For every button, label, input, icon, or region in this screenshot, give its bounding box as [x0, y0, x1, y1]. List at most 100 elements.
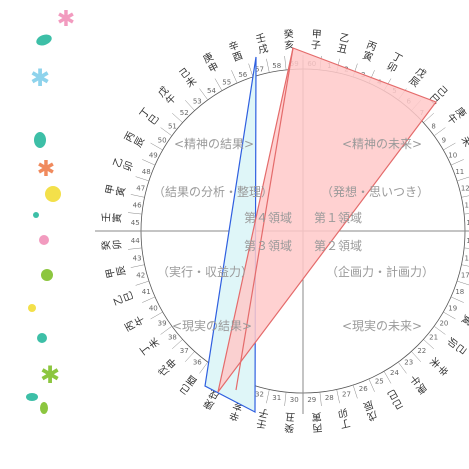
flower-green-icon: ✱ — [40, 361, 60, 389]
ring-number: 19 — [448, 304, 457, 312]
ring-tick — [464, 247, 469, 249]
red-edge — [235, 47, 294, 391]
q2-desc: （企画力・計画力） — [326, 264, 434, 279]
ring-kanji: 辛未 — [458, 129, 469, 149]
ring-tick — [266, 58, 270, 73]
ring-kanji: 甲辰 — [105, 265, 129, 279]
ring-number: 42 — [136, 272, 145, 280]
ring-tick — [199, 88, 209, 101]
q1-desc: （発想・思いつき） — [321, 184, 429, 199]
q3-desc: （実行・収益力） — [157, 264, 253, 279]
ring-number: 21 — [429, 334, 438, 342]
ring-tick — [423, 339, 434, 349]
ring-tick — [461, 195, 469, 198]
ring-number: 8 — [431, 122, 435, 130]
decorations: ✱ ✱ ✱ ✱ — [26, 7, 75, 414]
ring-number: 49 — [149, 152, 158, 160]
ring-kanji: 辛未 — [427, 354, 451, 378]
dot-lightgreen-icon — [41, 269, 53, 281]
ring-number: 14 — [466, 219, 469, 227]
ring-number: 36 — [193, 359, 202, 367]
ring-number: 24 — [390, 369, 399, 377]
ring-kanji: 丙辰 — [123, 130, 147, 149]
ring-number: 56 — [238, 71, 247, 79]
ring-tick — [457, 176, 469, 182]
ring-number: 37 — [180, 347, 189, 355]
leaf-teal-icon — [34, 132, 46, 148]
ring-number: 23 — [404, 359, 413, 367]
ring-number: 39 — [158, 320, 167, 328]
flower-orange-icon: ✱ — [37, 157, 55, 182]
ring-kanji: 丙寅 — [361, 40, 378, 64]
ring-kanji: 己未 — [178, 67, 199, 91]
ring-number: 58 — [272, 62, 281, 70]
ring-tick — [284, 55, 287, 70]
ring-tick — [231, 70, 238, 84]
ring-kanji: 丁巳 — [138, 106, 162, 127]
ring-tick — [142, 159, 156, 166]
ring-tick — [464, 213, 469, 215]
ring-kanji: 丁卯 — [337, 406, 351, 430]
ring-tick — [319, 392, 322, 407]
ring-tick — [433, 325, 446, 335]
ring-kanji: 乙卯 — [111, 156, 136, 173]
ring-tick — [368, 378, 375, 392]
ring-number: 25 — [375, 378, 384, 386]
ring-tick — [172, 113, 183, 123]
ring-kanji: 丙寅 — [311, 410, 323, 433]
q4-desc: （結果の分析・整理） — [153, 184, 273, 199]
q2-name: 第２領域 — [314, 238, 362, 253]
ring-kanji: 戊辰 — [407, 65, 429, 89]
ring-tick — [185, 100, 195, 111]
ring-kanji: 癸丑 — [284, 410, 296, 435]
ring-tick — [130, 194, 145, 198]
q4-name: 第４領域 — [244, 210, 292, 225]
ring-kanji: 丁未 — [139, 335, 163, 356]
leaf-icon — [36, 34, 52, 46]
ring-kanji: 己卯 — [444, 335, 468, 356]
ring-number: 53 — [193, 97, 202, 105]
ring-kanji: 庚午 — [444, 104, 469, 126]
ring-tick — [443, 311, 456, 320]
ring-number: 55 — [222, 78, 231, 86]
leaf-bottom-icon — [26, 393, 38, 401]
ring-number: 46 — [133, 202, 142, 210]
number-ring: 6012345678910111213141516171819202122232… — [99, 27, 469, 435]
ring-number: 54 — [207, 87, 216, 95]
ring-number: 45 — [131, 219, 140, 227]
ring-number: 32 — [255, 390, 264, 398]
ring-number: 38 — [168, 334, 177, 342]
ring-number: 9 — [442, 137, 446, 145]
ring-kanji: 庚申 — [201, 50, 221, 76]
ring-kanji: 甲寅 — [104, 183, 128, 197]
ring-number: 18 — [455, 288, 464, 296]
ring-number: 51 — [168, 122, 177, 130]
ring-tick — [383, 371, 392, 384]
q1-name: 第１領域 — [314, 210, 362, 225]
ring-kanji: 丙午 — [123, 313, 147, 332]
dot-teal2-icon — [37, 333, 47, 343]
ring-tick — [461, 264, 469, 267]
dot-pink-icon — [39, 235, 49, 245]
ring-tick — [248, 63, 254, 77]
ring-number: 27 — [342, 390, 351, 398]
ring-tick — [423, 113, 434, 123]
ring-tick — [443, 142, 456, 151]
dot-yellow-icon — [45, 186, 61, 202]
ring-number: 47 — [136, 185, 145, 193]
ring-tick — [160, 325, 173, 335]
ring-tick — [130, 264, 145, 268]
ring-number: 22 — [417, 347, 426, 355]
q4-title: <精神の結果> — [174, 137, 254, 151]
ring-tick — [135, 176, 149, 182]
ring-tick — [172, 339, 183, 349]
ring-number: 20 — [439, 320, 448, 328]
ring-tick — [433, 127, 446, 137]
flower-pink-icon: ✱ — [57, 7, 75, 32]
q3-name: 第３領域 — [244, 238, 292, 253]
ring-kanji: 壬戌 — [255, 32, 270, 57]
ring-number: 11 — [455, 168, 464, 176]
ring-kanji: 己酉 — [178, 372, 199, 396]
ring-number: 52 — [180, 109, 189, 117]
